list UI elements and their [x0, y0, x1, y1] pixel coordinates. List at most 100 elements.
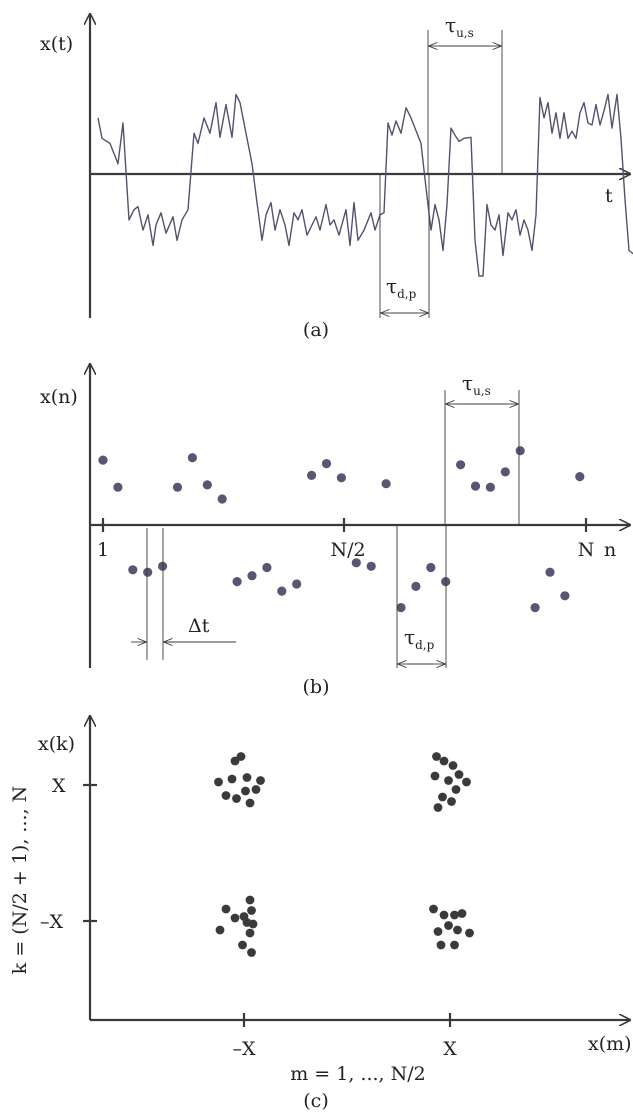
sample-point: [321, 459, 332, 469]
sample-point: [202, 480, 212, 490]
panel-c: x(k) X –X k = (N/2 + 1), ..., N –X X x(m…: [9, 716, 632, 1112]
sample-point: [381, 479, 391, 489]
sample-point: [172, 482, 183, 492]
cluster-point: [245, 928, 255, 938]
cluster-point: [454, 770, 464, 779]
sample-point: [515, 446, 525, 456]
panel-c-x-tick-neg-label: –X: [232, 1038, 256, 1060]
cluster-point: [465, 928, 474, 938]
sample-point: [217, 494, 227, 504]
sample-point: [98, 455, 108, 465]
cluster-point: [230, 756, 240, 766]
cluster-point: [215, 925, 225, 935]
cluster-point: [227, 774, 237, 784]
panel-c-x-axis-description: m = 1, ..., N/2: [290, 1063, 426, 1085]
panel-b-tau-down-label: τd,p: [404, 625, 435, 652]
cluster-point: [221, 904, 231, 914]
cluster-point: [248, 919, 258, 929]
sample-point: [277, 586, 287, 596]
cluster-point: [433, 927, 443, 936]
cluster-point: [462, 777, 471, 787]
cluster-point: [433, 803, 443, 812]
cluster-point: [232, 794, 241, 803]
cluster-point: [444, 921, 453, 930]
cluster-point: [453, 925, 462, 935]
sample-point: [187, 453, 197, 463]
sample-point: [113, 482, 123, 492]
cluster-point: [241, 786, 250, 796]
panel-b-delta-label: Δt: [188, 615, 210, 637]
cluster-point: [451, 785, 461, 794]
panel-c-x-label: x(m): [588, 1033, 632, 1055]
cluster-point: [245, 895, 255, 905]
sample-point: [411, 581, 421, 592]
sample-point: [396, 603, 406, 613]
panel-c-y-tick-pos-label: X: [52, 775, 66, 797]
cluster-point: [238, 940, 247, 950]
panel-c-x-tick-pos-label: X: [443, 1038, 457, 1060]
cluster-point: [432, 752, 441, 761]
sample-point: [336, 473, 346, 483]
cluster-point: [450, 910, 459, 920]
cluster-point: [236, 752, 246, 761]
cluster-point: [221, 791, 231, 800]
cluster-point: [429, 904, 438, 914]
sample-point: [545, 567, 555, 577]
cluster-point: [436, 940, 446, 950]
panel-b-tick-n-label: N: [578, 539, 595, 561]
sample-point: [426, 562, 436, 573]
panel-a-signal-line: [97, 93, 633, 277]
sample-point: [560, 591, 570, 601]
panel-a-caption: (a): [303, 319, 329, 341]
panel-c-caption: (c): [303, 1090, 328, 1112]
sample-point: [351, 558, 361, 568]
sample-point: [366, 561, 376, 571]
cluster-point: [214, 777, 223, 787]
cluster-point: [450, 940, 459, 950]
sample-point: [292, 579, 302, 589]
cluster-point: [439, 756, 449, 766]
sample-point: [143, 567, 153, 577]
sample-point: [530, 603, 540, 613]
sample-point: [128, 565, 138, 575]
cluster-point: [242, 773, 252, 782]
panel-a: x(t) t τu,s τd,p (a): [40, 13, 633, 341]
panel-a-tau-down-label: τd,p: [386, 274, 417, 301]
panel-c-clusters: [214, 752, 474, 957]
panel-c-y-label: x(k): [38, 733, 75, 755]
cluster-point: [439, 910, 449, 920]
panel-b-y-label: x(n): [40, 386, 78, 408]
panel-b-tick-1-label: 1: [97, 539, 109, 561]
sample-point: [247, 571, 257, 581]
panel-b: x(n) 1 N/2 N n Δt τu,s τd,p (b): [40, 364, 630, 698]
sample-point: [232, 577, 242, 587]
cluster-point: [444, 776, 453, 785]
cluster-point: [457, 909, 467, 918]
cluster-point: [247, 948, 256, 957]
panel-b-x-label: n: [604, 539, 616, 561]
panel-b-samples: [98, 446, 585, 613]
panel-a-tau-up-label: τu,s: [445, 13, 474, 40]
sample-point: [485, 482, 495, 492]
cluster-point: [448, 761, 458, 770]
panel-a-x-label: t: [605, 185, 613, 207]
cluster-point: [430, 771, 440, 781]
panel-a-y-label: x(t): [40, 33, 73, 55]
cluster-point: [256, 776, 265, 785]
sample-point: [456, 460, 466, 470]
panel-c-y-tick-neg-label: –X: [40, 911, 64, 933]
sample-point: [470, 481, 481, 491]
cluster-point: [245, 798, 255, 808]
panel-b-tick-mid-label: N/2: [330, 539, 365, 561]
sample-point: [575, 472, 585, 482]
sample-point: [307, 470, 317, 480]
cluster-point: [230, 913, 240, 923]
panel-b-caption: (b): [303, 676, 330, 698]
cluster-point: [251, 785, 261, 794]
cluster-point: [247, 906, 256, 915]
sample-point: [262, 562, 272, 573]
cluster-point: [438, 792, 447, 802]
panel-c-y-axis-description: k = (N/2 + 1), ..., N: [9, 786, 31, 974]
sample-point: [500, 467, 510, 477]
